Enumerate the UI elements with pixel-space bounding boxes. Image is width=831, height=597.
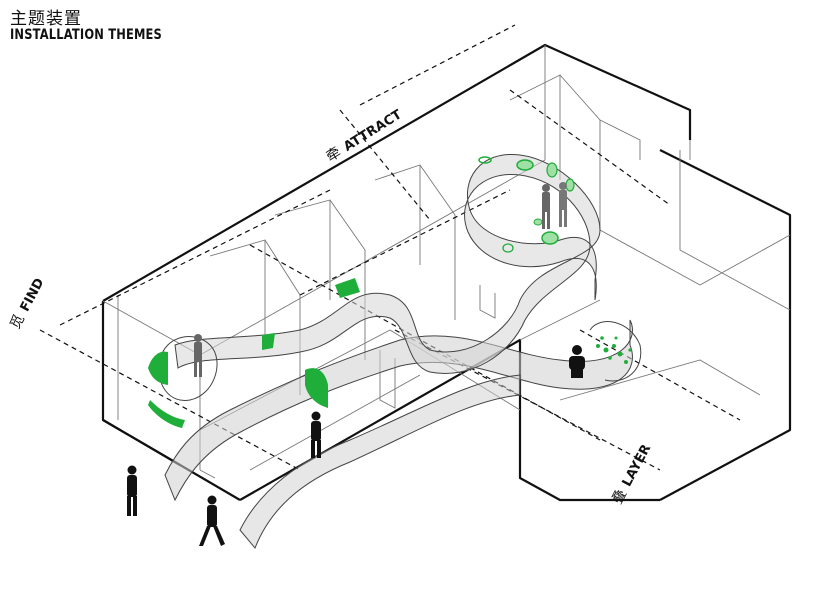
ribbon-right-loop: [589, 321, 642, 382]
interior-walls: [102, 45, 791, 479]
page-title-chinese: 主题装置: [10, 9, 82, 29]
person-figure: [199, 495, 225, 546]
theme-label-attract: 牵 ATTRACT: [324, 107, 405, 165]
person-figure: [559, 182, 567, 227]
person-figure: [194, 334, 202, 377]
ribbon-installation: [158, 153, 642, 549]
person-figure: [127, 465, 137, 516]
building-outline: [101, 43, 792, 502]
person-figure: [542, 184, 550, 229]
person-figure: [569, 345, 585, 378]
people-figures: [127, 182, 585, 546]
ribbon-left-loop: [158, 336, 218, 402]
page-title-english: INSTALLATION THEMES: [10, 27, 162, 43]
theme-label-find: 觅 FIND: [7, 276, 48, 332]
ribbon-tail: [239, 374, 521, 549]
theme-label-layer: 叠 LAYER: [609, 442, 654, 507]
theme-label-layer-en: LAYER: [620, 442, 655, 489]
green-accents: [148, 156, 632, 428]
theme-label-find-en: FIND: [18, 276, 48, 314]
theme-label-find-cn: 觅: [7, 312, 28, 332]
person-figure: [311, 411, 321, 458]
ribbon-back-loop: [174, 153, 601, 374]
theme-label-layer-cn: 叠: [609, 487, 630, 507]
